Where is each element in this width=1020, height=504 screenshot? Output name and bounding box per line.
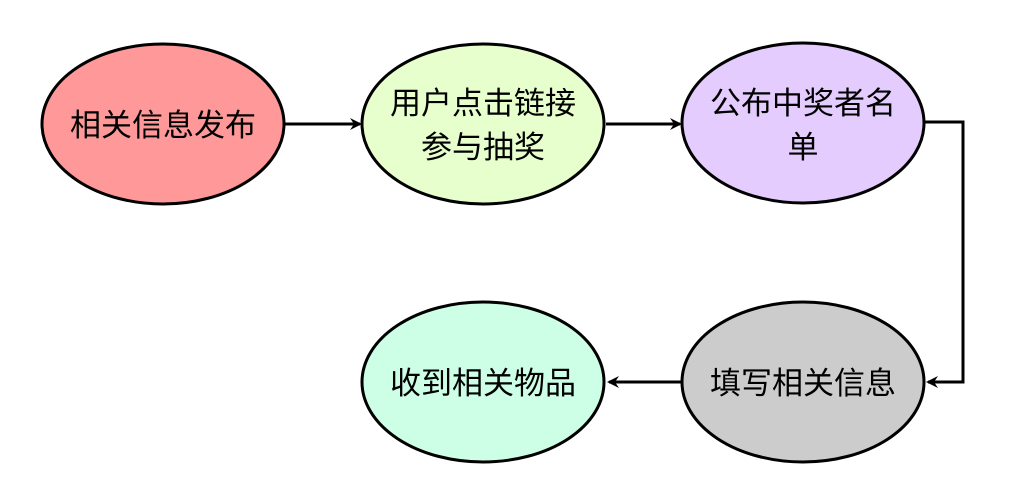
node-label-line1: 公布中奖者名 (710, 86, 896, 122)
node-n2[interactable]: 用户点击链接 参与抽奖 (360, 42, 606, 206)
node-label-line2: 单 (788, 130, 819, 166)
node-n5[interactable]: 收到相关物品 (360, 300, 606, 464)
node-n3[interactable]: 公布中奖者名 单 (680, 41, 926, 205)
node-label-line1: 用户点击链接 (390, 86, 576, 122)
node-label: 相关信息发布 (70, 108, 256, 144)
node-label: 填写相关信息 (710, 366, 896, 402)
node-label-line2: 参与抽奖 (421, 130, 545, 166)
node-n1[interactable]: 相关信息发布 (40, 42, 286, 206)
edge-n3-n4 (925, 120, 965, 388)
node-label: 收到相关物品 (390, 366, 576, 402)
node-n4[interactable]: 填写相关信息 (680, 300, 926, 464)
